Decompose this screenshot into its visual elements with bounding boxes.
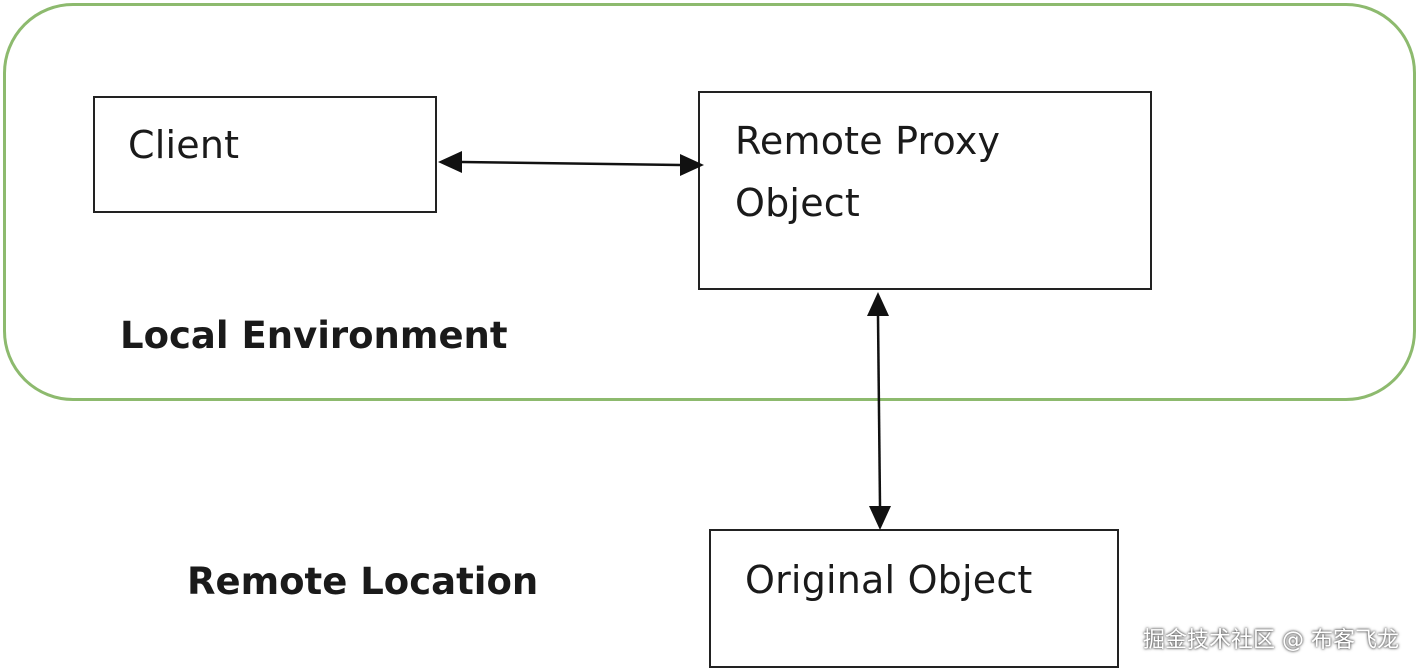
client-side-arrowhead [438, 151, 462, 173]
client-proxy-connector [438, 151, 704, 176]
local-environment-label: Local Environment [120, 314, 508, 357]
local-environment-region [3, 3, 1416, 401]
remote-location-label: Remote Location [187, 560, 539, 603]
client-label: Client [128, 123, 240, 167]
proxy-original-connector [867, 292, 891, 530]
client-node: Client [93, 96, 437, 213]
original-object-node: Original Object [709, 529, 1119, 668]
remote-proxy-object-node: Remote Proxy Object [698, 91, 1152, 290]
client-proxy-line [461, 160, 681, 167]
proxy-original-line [876, 315, 882, 507]
proxy-bottom-arrowhead [867, 292, 889, 316]
original-top-arrowhead [869, 506, 891, 530]
remote-proxy-object-label: Remote Proxy Object [735, 119, 1001, 225]
watermark-text: 掘金技术社区 @ 布客飞龙 [1143, 628, 1399, 653]
original-object-label: Original Object [745, 558, 1033, 602]
proxy-side-arrowhead [680, 154, 704, 176]
